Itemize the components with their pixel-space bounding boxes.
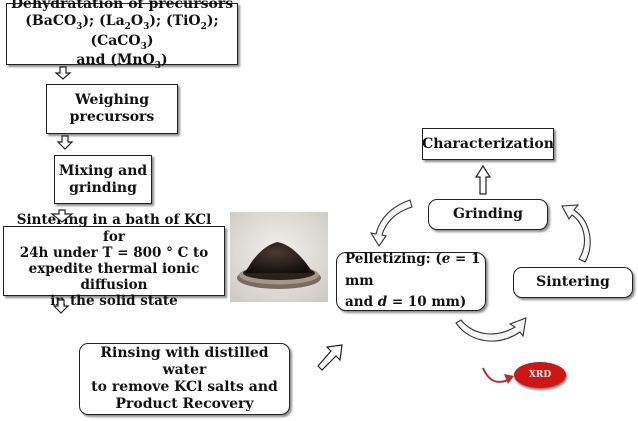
step-dehydration-box: Dehydratation of precursors (BaCO3); (La… <box>6 0 238 71</box>
xrd-arrowhead-icon <box>504 374 514 384</box>
pelletizing-label: Pelletizing: (e = 1 mm and d = 10 mm) <box>345 251 481 311</box>
down-arrow-2 <box>56 135 74 150</box>
mixing-line2: grinding <box>69 179 137 196</box>
sintering-kcl-line2: 24h under T = 800 ° C to <box>19 244 209 261</box>
dehydration-line1: Dehydratation of precursors <box>10 0 234 13</box>
sintering-label: Sintering <box>536 274 610 291</box>
sintering-kcl-line4: in the solid state <box>50 293 178 310</box>
weighing-line2: precursors <box>69 109 155 125</box>
characterization-label: Characterization <box>422 135 554 152</box>
down-arrow-1 <box>54 66 72 80</box>
xrd-label: XRD <box>528 370 552 380</box>
dehydration-formulas: (BaCO3); (La2O3); (TiO2); (CaCO3) <box>25 13 219 52</box>
xrd-badge: XRD <box>514 362 566 388</box>
rinsing-line2: to remove KCl salts and <box>91 379 278 395</box>
dehydration-line3: and (MnO3) <box>76 52 168 71</box>
down-arrow-4 <box>52 299 70 314</box>
diagonal-arrow <box>317 344 343 371</box>
mixing-line1: Mixing and <box>58 162 148 179</box>
grinding-label: Grinding <box>453 206 523 223</box>
curved-arrow-pellet-to-sintering <box>455 317 527 342</box>
characterization-box: Characterization <box>422 128 554 160</box>
down-arrow-3 <box>50 209 74 223</box>
up-arrow <box>474 164 492 195</box>
step-weighing-box: Weighing precursors <box>46 84 178 134</box>
rinsing-line3: Product Recovery <box>115 395 254 412</box>
pelletizing-box: Pelletizing: (e = 1 mm and d = 10 mm) <box>336 251 486 311</box>
rinsing-line1: Rinsing with distilled water <box>100 345 269 379</box>
grinding-box: Grinding <box>428 199 548 230</box>
powder-dish-photo <box>230 212 328 302</box>
sintering-kcl-line3: expedite thermal ionic diffusion <box>28 261 200 294</box>
curved-arrow-sintering-to-grinding <box>561 204 591 263</box>
weighing-line1: Weighing <box>74 92 150 109</box>
sintering-box: Sintering <box>513 267 633 298</box>
curved-arrow-grinding-to-pellet <box>369 199 413 248</box>
step-rinsing-box: Rinsing with distilled water to remove K… <box>79 343 290 415</box>
step-mixing-box: Mixing and grinding <box>54 155 152 204</box>
